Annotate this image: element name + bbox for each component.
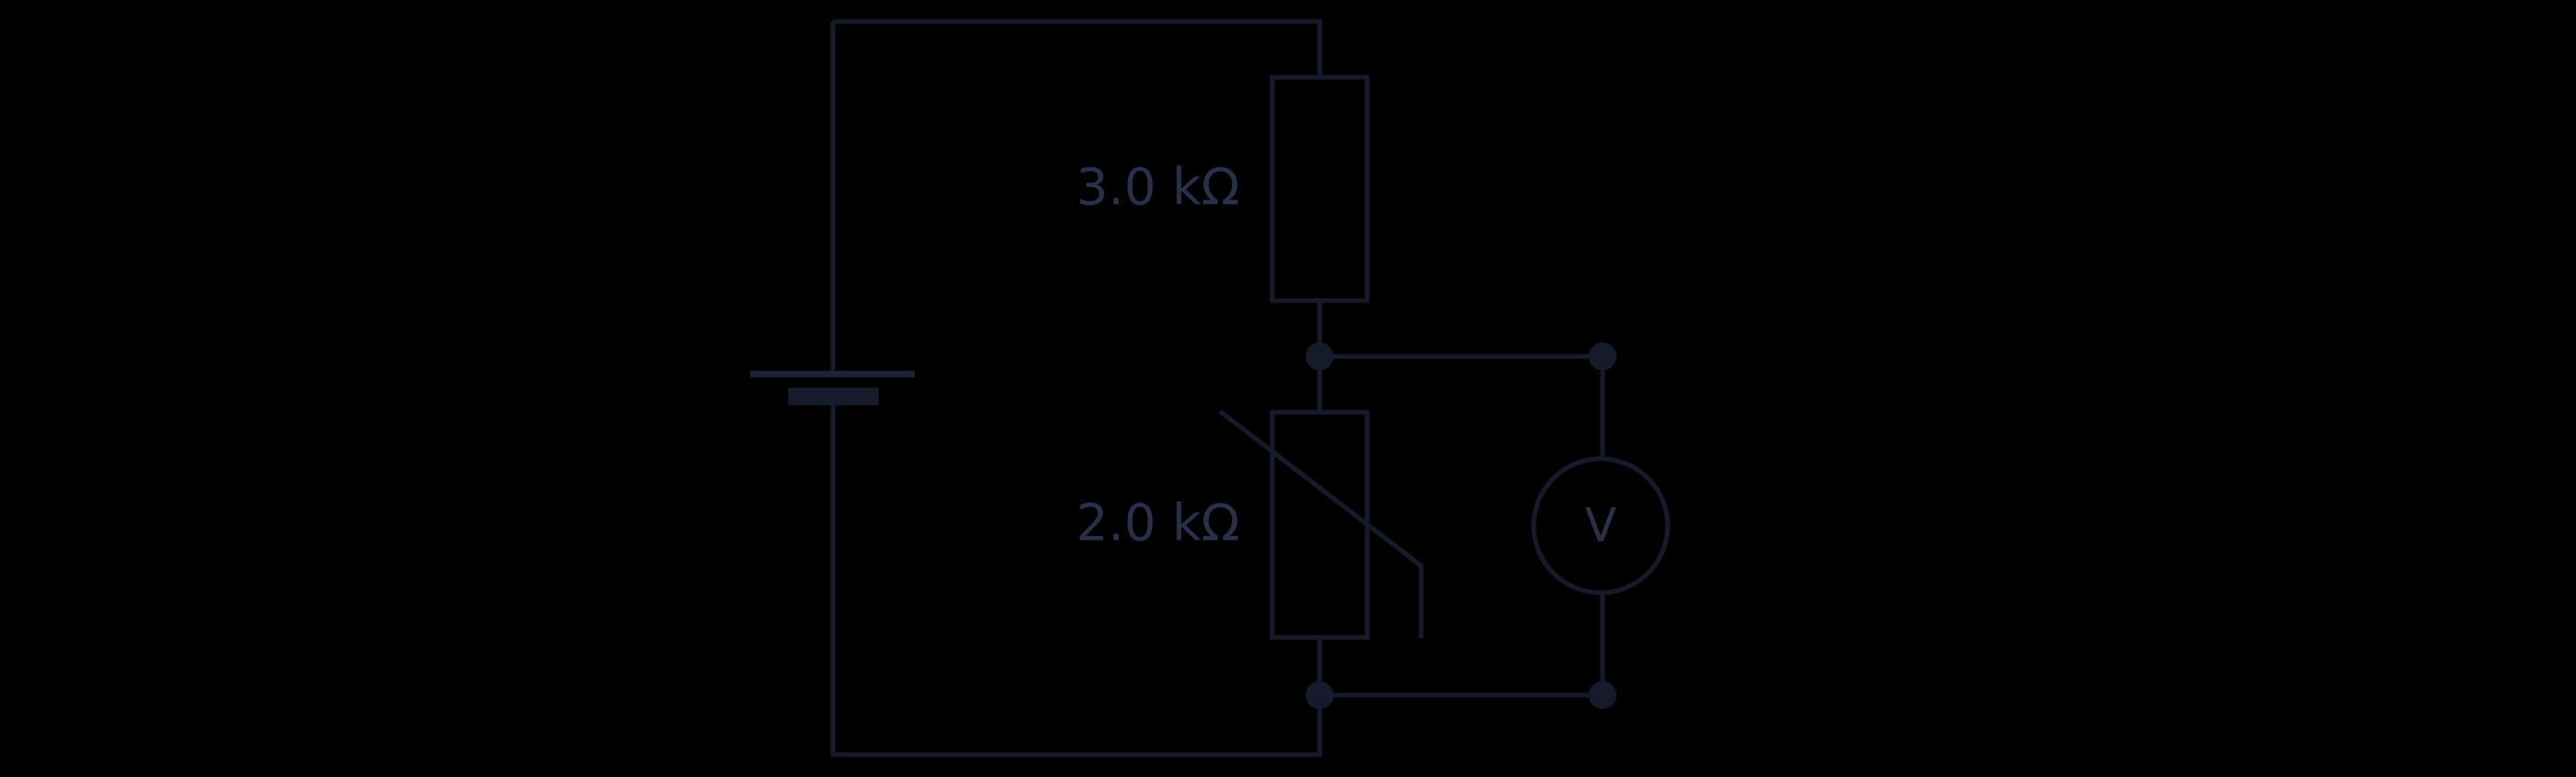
junction-dot-lower-left [1306, 681, 1334, 709]
junction-dot-upper-right [1589, 342, 1617, 370]
rheostat-2k-body[interactable] [1269, 409, 1370, 640]
resistor-3k-body[interactable] [1269, 74, 1370, 303]
resistor-3k-group[interactable]: 3.0 kΩ [1076, 74, 1370, 356]
wire-bottom [831, 695, 1322, 757]
resistor-3k-label: 3.0 kΩ [1076, 158, 1240, 217]
rheostat-wiper-arm[interactable] [1218, 409, 1424, 638]
rheostat-2k-group[interactable]: 2.0 kΩ [1076, 356, 1424, 695]
battery-symbol [750, 370, 915, 406]
rheostat-2k-label: 2.0 kΩ [1076, 494, 1240, 553]
voltmeter-label: V [1585, 499, 1617, 553]
wire-top [833, 19, 1322, 77]
junction-dot-upper-left [1306, 342, 1334, 370]
junction-dot-lower-right [1589, 681, 1617, 709]
voltmeter-branch[interactable]: V [1320, 354, 1670, 698]
